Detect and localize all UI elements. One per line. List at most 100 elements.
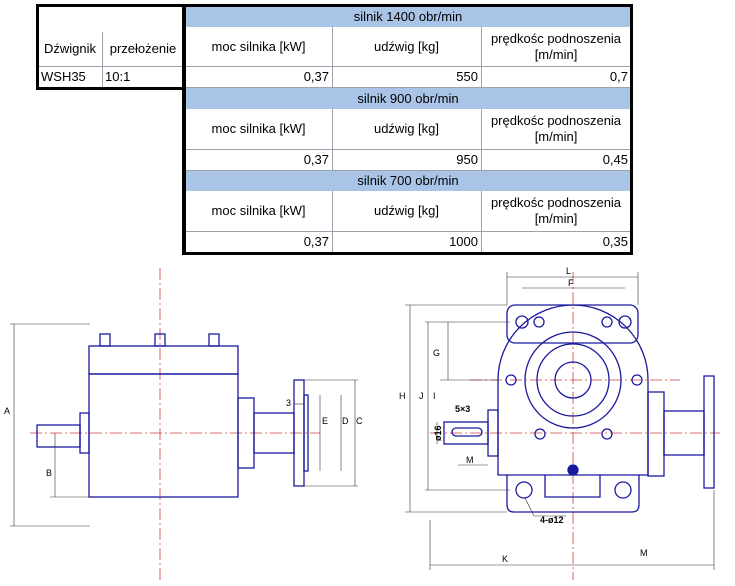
block-1-col-speed-line1: prędkośc podnoszenia — [490, 30, 622, 46]
block-1-power: 0,37 — [303, 69, 329, 84]
body-ring-inner — [536, 343, 610, 417]
body-top — [88, 345, 239, 375]
header-ratio: przełożenie — [109, 41, 177, 56]
grid-line — [481, 109, 482, 170]
front-view — [430, 272, 720, 580]
label-holes: 4-ø12 — [540, 515, 564, 525]
grid-line — [332, 109, 333, 170]
ratio-cell: 10:1 — [105, 69, 131, 84]
block-2-col-speed-line2: [m/min] — [534, 129, 578, 144]
flange-hole — [618, 315, 632, 329]
base-recess — [544, 475, 601, 498]
grid-line — [102, 32, 103, 87]
grid-line — [332, 27, 333, 87]
bolt — [601, 316, 613, 328]
block-1-speed: 0,7 — [609, 69, 628, 84]
block-3-load: 1000 — [449, 234, 478, 249]
block-2-col-power: moc silnika [kW] — [211, 121, 306, 136]
label-A: A — [4, 406, 10, 416]
block-1-col-speed-line2: [m/min] — [534, 46, 578, 62]
motor-hub — [647, 391, 665, 477]
block-3-title: silnik 700 obr/min — [185, 171, 631, 191]
table-border-top — [36, 4, 633, 7]
right-flange-lip — [303, 394, 309, 472]
model-cell: WSH35 — [41, 69, 86, 84]
grid-line — [185, 231, 631, 232]
block-2-col-load: udźwig [kg] — [373, 121, 440, 136]
body-main — [88, 373, 239, 498]
foot-hole — [515, 481, 533, 499]
label-I: I — [433, 391, 436, 401]
label-K: K — [502, 554, 508, 564]
block-3-col-speed-line2: [m/min] — [534, 211, 578, 226]
body-ring-outer — [524, 331, 622, 429]
front-view-dimensions — [405, 272, 715, 570]
base-foot — [506, 475, 640, 513]
top-lug — [208, 333, 220, 347]
table-border-left — [36, 4, 39, 90]
label-G: G — [433, 348, 440, 358]
grid-line — [332, 191, 333, 252]
label-J: J — [419, 391, 424, 401]
bolt — [534, 428, 546, 440]
grid-line — [185, 149, 631, 150]
bolt — [631, 374, 643, 386]
block-2-power: 0,37 — [303, 152, 329, 167]
keyway — [451, 427, 483, 437]
label-L: L — [566, 266, 571, 276]
side-view — [30, 268, 320, 580]
label-F: F — [568, 278, 574, 288]
bore — [554, 361, 592, 399]
grid-line — [185, 87, 631, 88]
block-3-col-speed-line1: prędkośc podnoszenia — [490, 195, 622, 210]
block-3-power: 0,37 — [303, 234, 329, 249]
block-2-col-speed-line1: prędkośc podnoszenia — [490, 113, 622, 128]
label-keyway: 5×3 — [455, 404, 470, 414]
block-3-col-load: udźwig [kg] — [373, 203, 440, 218]
table-border-divider — [182, 4, 186, 255]
block-3-speed: 0,35 — [602, 234, 628, 249]
grid-line — [481, 191, 482, 252]
block-3-col-speed: prędkośc podnoszenia [m/min] — [481, 191, 631, 231]
grid-line — [185, 66, 631, 67]
block-1-load: 550 — [456, 69, 478, 84]
label-C: C — [356, 416, 363, 426]
input-shaft — [443, 421, 489, 445]
foot-hole — [614, 481, 632, 499]
side-view-dimensions — [10, 323, 358, 527]
label-3: 3 — [286, 398, 291, 408]
block-2-title: silnik 900 obr/min — [185, 88, 631, 109]
label-M-bottom: M — [640, 548, 648, 558]
left-shaft — [36, 424, 81, 448]
block-1-title: silnik 1400 obr/min — [185, 6, 631, 27]
label-M-top: M — [466, 455, 474, 465]
header-lever: Dźwignik — [43, 41, 96, 56]
top-flange — [506, 304, 639, 344]
bolt — [505, 374, 517, 386]
block-1-col-speed: prędkośc podnoszenia [m/min] — [481, 27, 631, 66]
block-2-load: 950 — [456, 152, 478, 167]
gear-body — [497, 304, 649, 476]
drain-plug — [567, 464, 579, 476]
motor-flange — [703, 375, 715, 489]
label-E: E — [322, 416, 328, 426]
table-border-right — [630, 4, 633, 255]
block-1-col-power: moc silnika [kW] — [211, 38, 306, 54]
block-3-col-power: moc silnika [kW] — [211, 203, 306, 218]
grid-line — [481, 27, 482, 87]
label-B: B — [46, 468, 52, 478]
label-D: D — [342, 416, 349, 426]
label-shaft-dia: ø16 — [433, 425, 443, 441]
table-border-left-bottom — [36, 87, 186, 90]
bolt — [601, 428, 613, 440]
flange-hole — [515, 315, 529, 329]
grid-line — [38, 66, 184, 67]
block-2-speed: 0,45 — [602, 152, 628, 167]
top-lug — [99, 333, 111, 347]
block-2-col-speed: prędkośc podnoszenia [m/min] — [481, 109, 631, 149]
grid-line — [185, 170, 631, 171]
bolt — [533, 316, 545, 328]
table-border-bottom — [182, 252, 633, 255]
block-1-col-load: udźwig [kg] — [373, 38, 440, 54]
